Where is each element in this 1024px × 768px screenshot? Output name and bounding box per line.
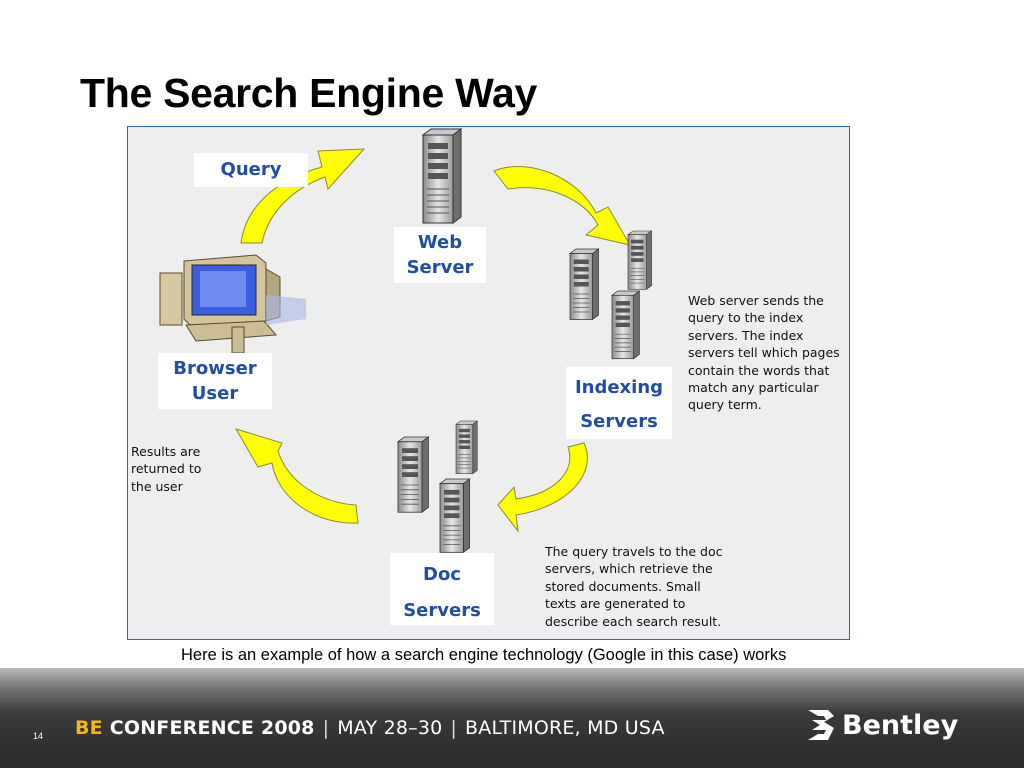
diagram-panel: Query Web Server Browser User Indexing S… [127, 126, 850, 640]
conference-banner: BE CONFERENCE 2008 | MAY 28–30 | BALTIMORE, … [75, 717, 665, 739]
web-server-text-1: Web [417, 232, 463, 253]
indexing-servers-text-2: Servers [580, 411, 658, 432]
separator: | [322, 717, 330, 739]
web-server-text-2: Server [406, 257, 474, 278]
separator: | [450, 717, 458, 739]
arrow-browser-to-query [240, 148, 366, 244]
slide-title: The Search Engine Way [80, 70, 537, 116]
doc-servers-text-2: Servers [403, 600, 481, 621]
arrow-web-to-indexing [493, 166, 632, 246]
slide-caption: Here is an example of how a search engin… [181, 646, 787, 664]
index-servers-note: Web server sends the query to the index … [688, 293, 840, 413]
query-label: Query [194, 153, 308, 187]
doc-servers-note: The query travels to the doc servers, wh… [545, 544, 723, 629]
indexing-servers-label: Indexing Servers [566, 367, 672, 439]
arrow-indexing-to-doc [497, 442, 588, 533]
browser-user-text-2: User [191, 383, 239, 404]
doc-servers-label: Doc Servers [390, 553, 494, 625]
doc-servers-text-1: Doc [423, 564, 461, 585]
browser-user-text-1: Browser [173, 358, 257, 379]
indexing-servers-text-1: Indexing [574, 377, 664, 398]
diagram-graphics [159, 128, 652, 553]
bentley-wordmark: Bentley [842, 709, 959, 741]
web-server-icon [422, 128, 462, 224]
results-note: Results are returned to the user [131, 444, 202, 494]
footer-bar [0, 668, 1024, 768]
conference-dates: MAY 28–30 [337, 717, 443, 739]
arrow-doc-to-browser [234, 428, 359, 524]
conference-name: CONFERENCE 2008 [109, 717, 315, 739]
browser-user-label: Browser User [158, 353, 272, 409]
web-server-label: Web Server [394, 227, 486, 283]
be-mark: BE [75, 717, 103, 739]
doc-servers-icon [397, 420, 478, 553]
bentley-b-icon [808, 710, 834, 740]
page-number: 14 [33, 731, 44, 741]
bentley-logo: Bentley [806, 708, 958, 742]
query-text: Query [220, 159, 282, 180]
indexing-servers-icon [569, 230, 652, 360]
conference-location: BALTIMORE, MD USA [465, 717, 665, 739]
computer-icon [159, 254, 306, 354]
